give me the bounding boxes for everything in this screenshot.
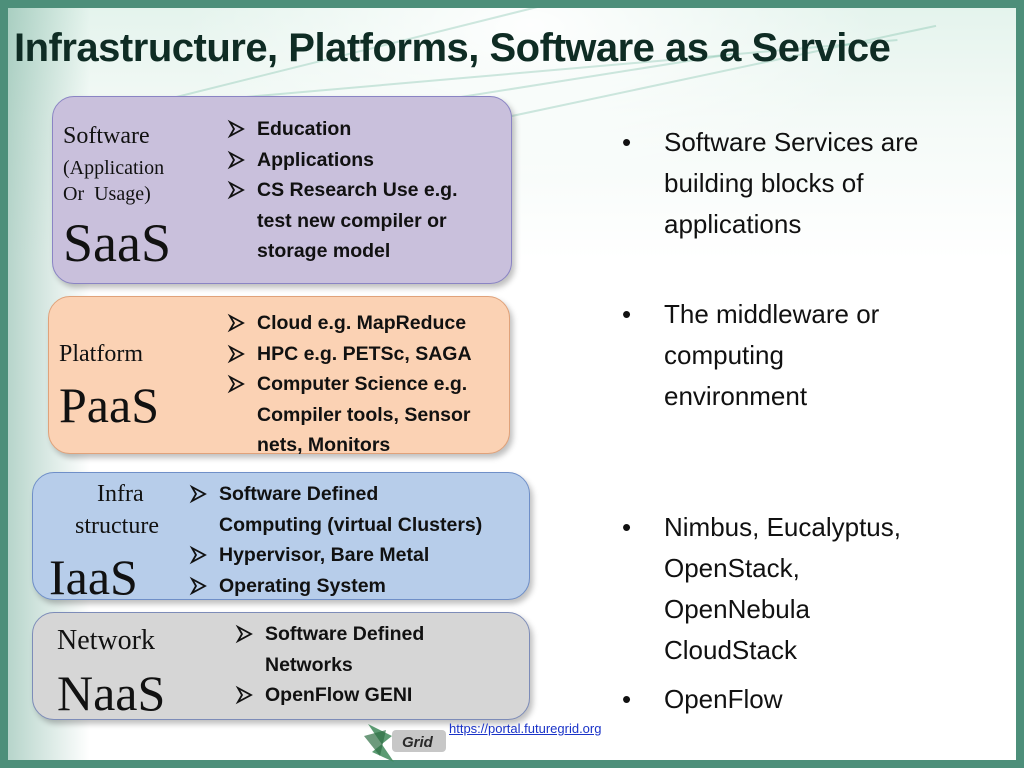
saas-list-item: Applications [225,145,458,176]
saas-list-item: CS Research Use e.g. test new compiler or… [225,175,458,267]
iaas-item-text: Software Defined [219,483,379,505]
iaas-item-text: Computing (virtual Clusters) [219,513,483,536]
bullet-item: • Software Services are building blocks of… [622,122,918,245]
paas-list-item: Cloud e.g. MapReduce [225,308,472,339]
portal-link[interactable]: https://portal.futuregrid.org [449,721,602,736]
saas-layer-box: Software (Application Or Usage) SaaS Edu… [52,96,512,284]
paas-item-list: Cloud e.g. MapReduce HPC e.g. PETSc, SAG… [225,308,472,461]
arrowhead-bullet-icon [189,545,207,565]
bullet-item: • Nimbus, Eucalyptus, OpenStack, OpenNebula… [622,507,901,671]
iaas-item-text: Hypervisor, Bare Metal [219,544,430,566]
bullet-list-infrastructure: • Nimbus, Eucalyptus, OpenStack, OpenNebula… [622,507,901,671]
saas-sublabel: (Application [63,157,165,179]
bullet-list-platform: • The middleware or computing environment [622,294,879,417]
saas-sublabel: Or Usage) [63,183,151,205]
bullet-dot: • [622,684,632,714]
bullet-dot: • [622,512,632,542]
bullet-dot: • [622,127,632,157]
paas-label: Platform [59,341,143,367]
iaas-list-item: Hypervisor, Bare Metal [187,540,482,571]
bullet-text: applications [664,209,802,239]
iaas-list-item: Operating System [187,571,482,602]
futuregrid-logo-icon: Grid [364,724,446,762]
bullet-text: environment [664,381,808,411]
bullet-text: OpenNebula [664,594,810,624]
bullet-text: Software Services are [664,127,919,157]
arrowhead-bullet-icon [227,344,245,363]
arrowhead-bullet-icon [227,313,245,333]
naas-list-item: OpenFlow GENI [233,680,424,711]
paas-item-text: nets, Monitors [257,434,391,456]
logo-text: Grid [402,734,434,751]
saas-item-text: Education [257,118,352,140]
iaas-label: structure [75,513,159,539]
saas-item-text: Applications [257,148,375,171]
arrowhead-bullet-icon [227,119,245,139]
arrowhead-bullet-icon [235,624,253,644]
bullet-item: • The middleware or computing environment [622,294,879,417]
slide-title: Infrastructure, Platforms, Software as a… [14,26,891,70]
bullet-text: Nimbus, Eucalyptus, [664,512,901,542]
saas-item-text: test new compiler or [257,209,447,232]
bullet-text: The middleware or [664,299,880,329]
bullet-text: OpenStack, [664,553,800,583]
saas-label: Software [63,123,150,149]
iaas-item-text: Operating System [219,574,386,597]
naas-acronym: NaaS [57,665,166,721]
saas-list-item: Education [225,114,458,145]
arrowhead-bullet-icon [235,685,253,705]
arrowhead-bullet-icon [189,484,207,504]
paas-layer-box: Platform PaaS Cloud e.g. MapReduce HPC e… [48,296,510,456]
naas-item-text: Software Defined [265,623,425,645]
bullet-list-network: • OpenFlow [622,679,783,720]
saas-acronym: SaaS [63,213,171,273]
arrowhead-bullet-icon [189,576,207,595]
paas-item-text: HPC e.g. PETSc, SAGA [257,342,472,365]
bullet-text: OpenFlow [664,684,783,714]
bullet-text: building blocks of [664,168,864,198]
paas-item-text: Cloud e.g. MapReduce [257,312,467,334]
bullet-text: computing [664,340,784,370]
bullet-item: • OpenFlow [622,679,783,720]
arrowhead-bullet-icon [227,180,245,200]
iaas-acronym: IaaS [49,549,138,605]
bullet-dot: • [622,299,632,329]
naas-label: Network [57,625,155,656]
iaas-label: Infra [97,481,144,507]
paas-acronym: PaaS [59,377,159,433]
saas-item-text: storage model [257,240,391,262]
bullet-text: CloudStack [664,635,797,665]
paas-list-item: HPC e.g. PETSc, SAGA [225,339,472,370]
bullet-list-software: • Software Services are building blocks of… [622,122,918,245]
paas-item-text: Compiler tools, Sensor [257,403,471,426]
naas-item-text: Networks [265,653,353,676]
paas-list-item: Computer Science e.g. Compiler tools, Sen… [225,369,472,461]
naas-item-text: OpenFlow GENI [265,684,413,706]
paas-item-text: Computer Science e.g. [257,373,468,395]
arrowhead-bullet-icon [227,150,245,169]
arrowhead-bullet-icon [227,374,245,394]
saas-item-text: CS Research Use e.g. [257,179,458,201]
saas-item-list: Education Applications CS Research Use e… [225,114,458,267]
